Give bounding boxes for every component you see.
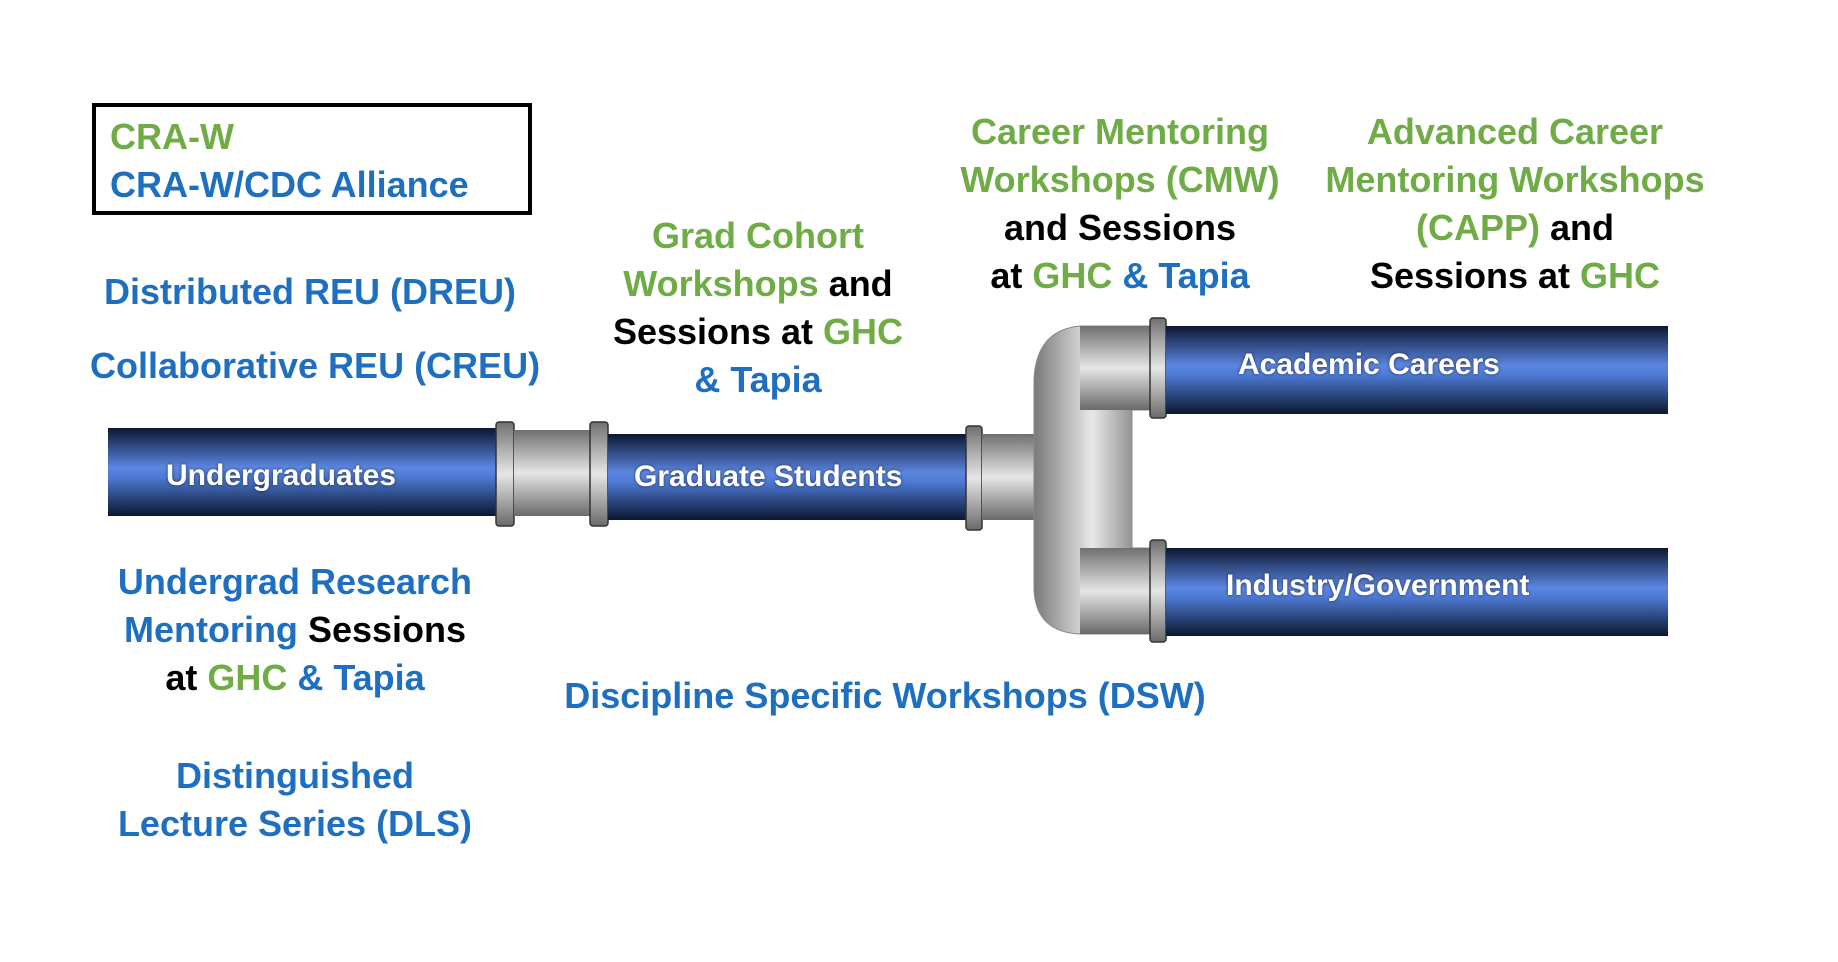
grad-cohort-label: Grad Cohort Workshops and Sessions at GH…	[612, 215, 904, 400]
academic-pipe	[1166, 326, 1668, 414]
tee-inlet-flange	[965, 425, 983, 531]
tee-bottom-flange	[1149, 539, 1167, 643]
grad-pipe	[608, 434, 968, 520]
industry-pipe	[1166, 548, 1668, 636]
legend-box: CRA-W CRA-W/CDC Alliance	[92, 103, 532, 215]
dreu-label: Distributed REU (DREU)	[104, 271, 516, 312]
pipe-label-undergraduates: Undergraduates	[166, 459, 397, 492]
undergrad-research-mentoring-label: Undergrad Research Mentoring Sessions at…	[117, 561, 473, 698]
tee-bottom-arm	[1080, 548, 1152, 634]
dls-label: Distinguished Lecture Series (DLS)	[117, 755, 473, 844]
pipe-label-academic-careers: Academic Careers	[1238, 348, 1500, 381]
capp-label: Advanced Career Mentoring Workshops (CAP…	[1325, 111, 1705, 296]
tee-inlet	[982, 434, 1042, 520]
legend-craw: CRA-W	[110, 116, 234, 157]
dsw-label: Discipline Specific Workshops (DSW)	[564, 675, 1206, 716]
coupler-left-flange	[495, 421, 515, 527]
tee-top-arm	[1080, 326, 1152, 410]
legend-craw-cdc-alliance: CRA-W/CDC Alliance	[110, 164, 469, 205]
tee-top-flange	[1149, 317, 1167, 419]
creu-label: Collaborative REU (CREU)	[90, 345, 541, 386]
pipe-label-industry-government: Industry/Government	[1226, 569, 1530, 602]
pipe-label-graduate-students: Graduate Students	[634, 460, 903, 493]
undergrad-pipe	[108, 428, 503, 516]
coupler-body	[514, 430, 590, 516]
coupler-right-flange	[589, 421, 609, 527]
cmw-label: Career Mentoring Workshops (CMW) and Ses…	[960, 111, 1280, 296]
